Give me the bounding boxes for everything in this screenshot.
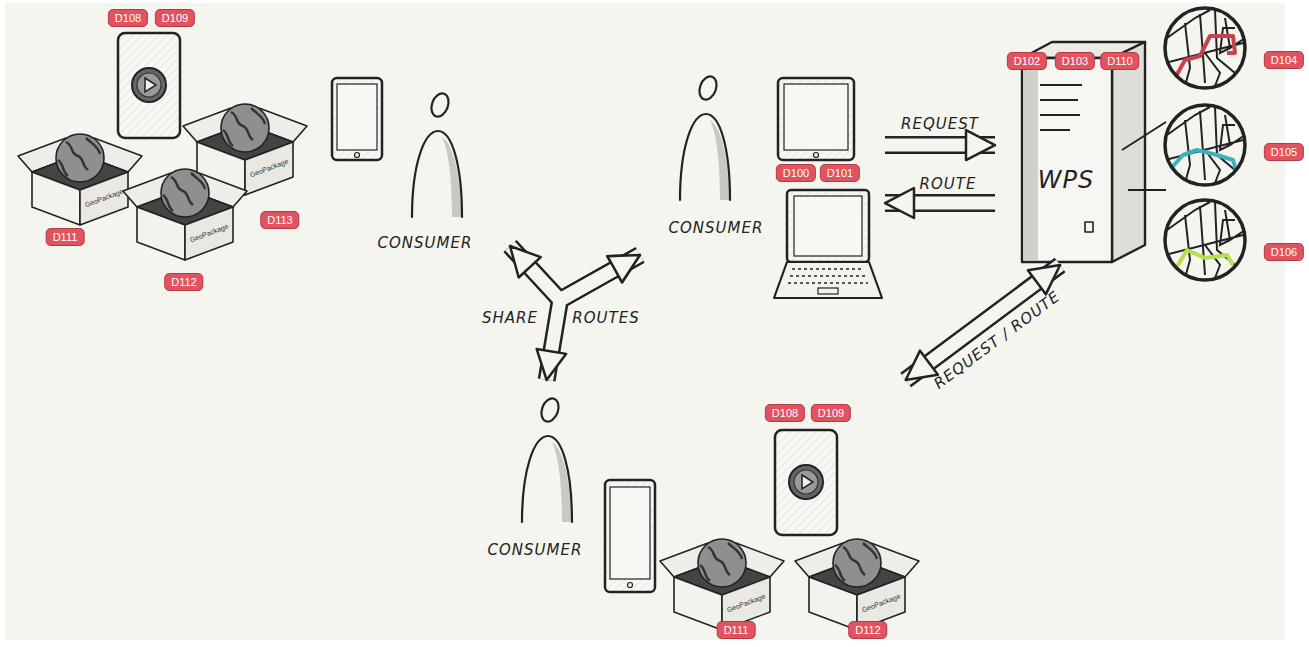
arrow-outlines bbox=[510, 145, 1060, 380]
server-slots bbox=[1040, 85, 1082, 130]
arrow-outline bbox=[510, 246, 640, 300]
geopackage-box bbox=[123, 169, 247, 260]
callout-number: D113 bbox=[260, 211, 299, 229]
callout-number: D111 bbox=[46, 228, 85, 246]
block-arrow bbox=[906, 265, 1060, 380]
callout-number: D109 bbox=[811, 404, 851, 422]
block-arrow bbox=[885, 196, 995, 209]
arrow-outline bbox=[885, 194, 995, 212]
server-drawing bbox=[1022, 42, 1145, 262]
arrow-label: ROUTE bbox=[920, 175, 977, 193]
arrow-bodies bbox=[510, 145, 1060, 380]
callout-number: D103 bbox=[1055, 52, 1095, 70]
route-line bbox=[1175, 250, 1233, 270]
route-map bbox=[1165, 200, 1245, 280]
tablet-button bbox=[814, 153, 819, 158]
tablet-button bbox=[628, 583, 633, 588]
video-phone bbox=[775, 430, 837, 535]
consumer-node: CONSUMER bbox=[320, 60, 510, 260]
leader-line bbox=[1122, 122, 1166, 190]
server-node: WPS bbox=[995, 40, 1150, 265]
callout-number: D106 bbox=[1264, 243, 1304, 261]
geopackage-box bbox=[18, 134, 142, 225]
tablet-screen bbox=[610, 487, 650, 579]
callout-number: D102 bbox=[1007, 52, 1047, 70]
map-background bbox=[1165, 200, 1245, 280]
callout-number: D112 bbox=[164, 273, 203, 291]
route-map bbox=[1165, 8, 1245, 88]
server-shadow bbox=[1024, 60, 1038, 260]
video-phone bbox=[118, 33, 180, 138]
server-side bbox=[1112, 42, 1145, 262]
route-line bbox=[1175, 36, 1235, 78]
laptop-base bbox=[774, 262, 882, 298]
tablet-body bbox=[778, 78, 854, 160]
callout-number: D109 bbox=[155, 9, 195, 27]
laptop-lid bbox=[787, 190, 869, 262]
callout-number: D112 bbox=[848, 621, 887, 639]
node-label: CONSUMER bbox=[488, 541, 583, 559]
arrow-label: REQUEST bbox=[901, 115, 979, 133]
tablet bbox=[605, 480, 655, 592]
geopackage-box bbox=[795, 539, 919, 630]
tablet-button bbox=[355, 153, 360, 158]
server-front bbox=[1022, 58, 1112, 262]
arrow-outline bbox=[885, 136, 995, 154]
person-figure bbox=[412, 91, 462, 217]
note-text: SHARE bbox=[482, 309, 538, 327]
callout-number: D108 bbox=[765, 404, 805, 422]
map-outline bbox=[1165, 8, 1245, 88]
arrow-outline bbox=[906, 265, 1060, 380]
tablet bbox=[332, 78, 382, 160]
block-arrow bbox=[547, 255, 640, 380]
person-figure bbox=[680, 74, 730, 200]
laptop bbox=[774, 190, 882, 298]
map-outline bbox=[1165, 200, 1245, 280]
callout-number: D105 bbox=[1264, 143, 1304, 161]
person-figure bbox=[522, 396, 572, 522]
note-text: ROUTES bbox=[572, 309, 639, 327]
block-arrow bbox=[510, 246, 640, 300]
canvas-background bbox=[5, 3, 1285, 640]
route-line bbox=[1167, 150, 1237, 173]
node-label: WPS bbox=[1038, 166, 1094, 194]
logo-text: GeoPackage bbox=[726, 593, 766, 614]
tablet bbox=[778, 78, 854, 160]
arrow-label: REQUEST / ROUTE bbox=[930, 287, 1063, 392]
logo-text: GeoPackage bbox=[249, 158, 289, 179]
logo-text: GeoPackage bbox=[861, 593, 901, 614]
arrow-outline bbox=[547, 255, 640, 380]
tablet-screen bbox=[784, 84, 848, 150]
logo-text: GeoPackage bbox=[189, 223, 229, 244]
callout-number: D108 bbox=[108, 9, 148, 27]
node-label: CONSUMER bbox=[378, 234, 473, 252]
consumer-node: CONSUMER bbox=[480, 380, 910, 640]
map-background bbox=[1165, 8, 1245, 88]
tablet-body bbox=[332, 78, 382, 160]
laptop-keys bbox=[788, 269, 868, 283]
map-outline bbox=[1165, 105, 1245, 185]
block-arrow bbox=[885, 138, 995, 151]
geopackage-box bbox=[660, 539, 784, 630]
server-light bbox=[1085, 222, 1093, 232]
callout-number: D111 bbox=[717, 621, 756, 639]
route-map bbox=[1165, 105, 1245, 185]
map-background bbox=[1165, 105, 1245, 185]
callout-number: D110 bbox=[1100, 52, 1139, 70]
tablet-body bbox=[605, 480, 655, 592]
logo-text: GeoPackage bbox=[84, 188, 124, 209]
callout-number: D104 bbox=[1264, 51, 1304, 69]
node-label: CONSUMER bbox=[669, 219, 764, 237]
laptop-screen bbox=[794, 196, 862, 256]
callout-number: D100 bbox=[776, 164, 816, 182]
laptop-trackpad bbox=[818, 288, 838, 294]
tablet-screen bbox=[337, 84, 377, 150]
consumer-node: CONSUMER bbox=[640, 75, 885, 300]
callout-number: D101 bbox=[820, 164, 860, 182]
